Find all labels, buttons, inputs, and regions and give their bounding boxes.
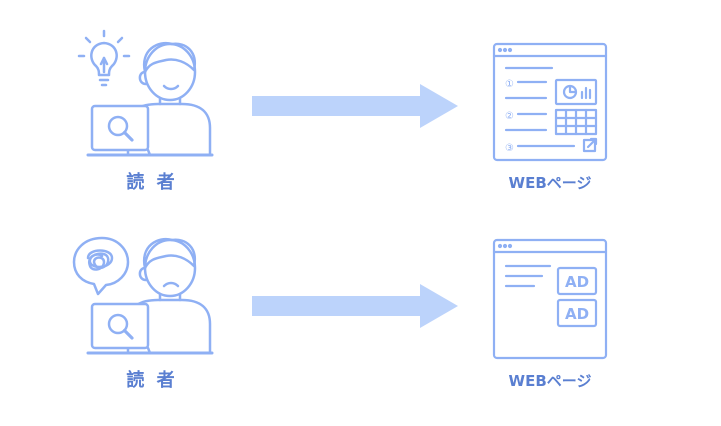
arrow-row-2: [252, 284, 458, 328]
confused-bubble-icon: [72, 236, 130, 296]
ad-banner-1: AD: [565, 273, 589, 291]
arrow-row-1: [252, 84, 458, 128]
person-icon: [126, 237, 212, 354]
reader-confused-figure: [72, 236, 214, 355]
reader-label-2: 読 者: [126, 370, 178, 391]
numbered-markers: ① ② ③: [505, 79, 514, 154]
person-icon: [126, 41, 212, 157]
reader-idea-figure: [77, 29, 214, 157]
webpage-ads-icon: [492, 238, 608, 360]
marker-1: ①: [505, 79, 514, 90]
marker-3: ③: [505, 143, 514, 154]
lightbulb-icon: [77, 29, 131, 87]
webpage-content-icon: [492, 42, 608, 162]
webpage-label-2: WEBページ: [508, 372, 592, 390]
laptop-icon: [86, 302, 214, 355]
ad-banner-2: AD: [565, 305, 589, 323]
marker-2: ②: [505, 111, 514, 122]
reader-label-1: 読 者: [126, 172, 178, 193]
webpage-label-1: WEBページ: [508, 174, 592, 192]
laptop-icon: [86, 104, 214, 157]
